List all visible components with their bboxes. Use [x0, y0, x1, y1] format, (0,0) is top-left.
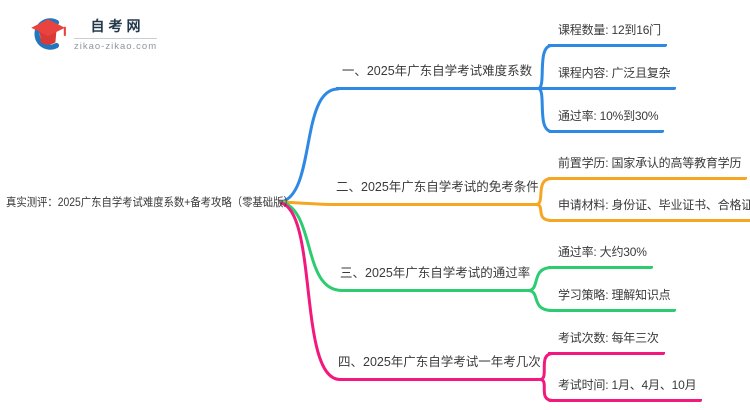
- branch-node-4[interactable]: 四、2025年广东自学考试一年考几次: [338, 354, 541, 381]
- leaf-node[interactable]: 考试次数: 每年三次: [548, 330, 665, 355]
- branch4-curve: [279, 201, 342, 381]
- logo-domain: zikao-zikao.com: [74, 41, 158, 52]
- logo-title: 自考网: [90, 18, 145, 34]
- leaf-node[interactable]: 课程数量: 12到16门: [548, 22, 667, 47]
- leaf-node[interactable]: 考试时间: 1月、4月、10月: [548, 377, 703, 402]
- logo-text: 自考网 zikao-zikao.com: [74, 16, 158, 52]
- branch4-child-link: [538, 352, 555, 381]
- leaf-node[interactable]: 通过率: 大约30%: [548, 244, 653, 269]
- logo: 自考网 zikao-zikao.com: [26, 16, 158, 52]
- logo-divider: [74, 38, 158, 39]
- root-node[interactable]: 真实测评：2025广东自学考试难度系数+备考攻略（零基础版）: [6, 197, 294, 209]
- branch2-curve: [279, 200, 340, 206]
- branch1-curve: [279, 87, 340, 204]
- leaf-node[interactable]: 申请材料: 身份证、毕业证书、合格证明: [548, 197, 750, 222]
- leaf-node[interactable]: 课程内容: 广泛且复杂: [548, 65, 677, 90]
- branch-node-3[interactable]: 三、2025年广东自学考试的通过率: [340, 265, 530, 292]
- branch-node-1[interactable]: 一、2025年广东自学考试难度系数: [336, 63, 538, 90]
- leaf-node[interactable]: 前置学历: 国家承认的高等教育学历: [548, 155, 748, 180]
- branch-node-2[interactable]: 二、2025年广东自学考试的免考条件: [336, 179, 539, 206]
- branch3-curve: [279, 200, 344, 292]
- leaf-node[interactable]: 通过率: 10%到30%: [548, 108, 665, 133]
- leaf-node[interactable]: 学习策略: 理解知识点: [548, 287, 677, 312]
- branch3-child-link: [526, 289, 554, 312]
- logo-graduation-cap-icon: [31, 18, 66, 50]
